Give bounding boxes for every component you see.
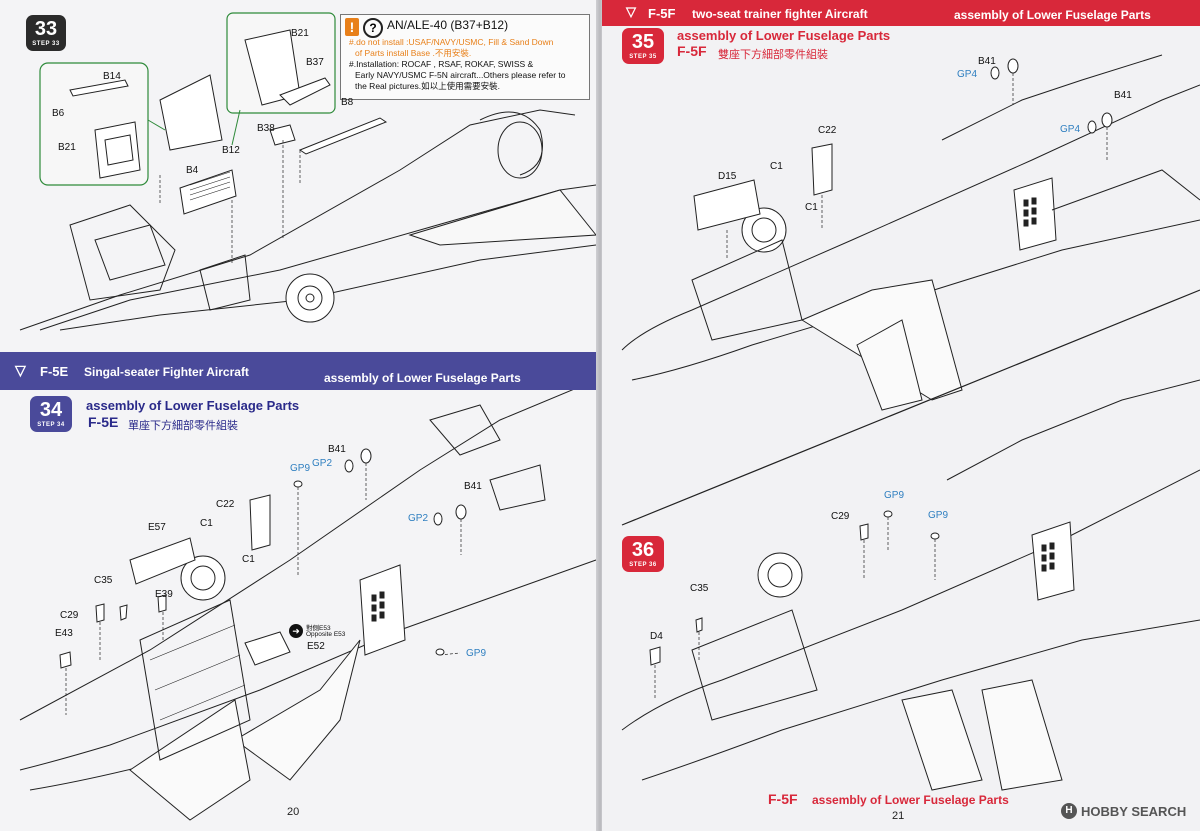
banner-right-title: assembly of Lower Fuselage Parts: [324, 371, 521, 385]
f5e-banner: ▽ F-5E Singal-seater Fighter Aircraft as…: [0, 352, 598, 390]
part-label: E43: [55, 628, 73, 639]
note-line: #.Installation: ROCAF , RSAF, ROKAF, SWI…: [349, 59, 534, 69]
step-sublabel: STEP 36: [629, 562, 657, 568]
part-label: C1: [242, 554, 255, 565]
watermark-text: HOBBY SEARCH: [1081, 804, 1187, 819]
part-label: C22: [216, 499, 235, 510]
part-label: D15: [718, 171, 737, 182]
part-label: C29: [60, 610, 79, 621]
part-label: B41: [464, 481, 482, 492]
warning-note: ! ? AN/ALE-40 (B37+B12) #.do not install…: [340, 14, 590, 100]
part-label: B21: [58, 142, 76, 153]
opposite-note-en: Opposite E53: [306, 631, 346, 638]
right-page: ▽ F-5F two-seat trainer fighter Aircraft…: [602, 0, 1200, 831]
footer-model: F-5F: [768, 791, 798, 807]
part-label: B41: [1114, 90, 1132, 101]
watermark: H HOBBY SEARCH: [1061, 802, 1196, 822]
banner-desc: two-seat trainer fighter Aircraft: [692, 7, 868, 21]
note-line: Early NAVY/USMC F-5N aircraft...Others p…: [355, 70, 566, 80]
banner-model: F-5E: [40, 364, 69, 379]
note-line: of Parts install Base .不用安裝.: [355, 48, 472, 58]
step-34-model: F-5E: [88, 414, 119, 430]
step-35-badge: 35 STEP 35: [622, 28, 664, 64]
page-gutter: [596, 0, 604, 831]
step-sublabel: STEP 34: [37, 422, 65, 428]
part-label: E57: [148, 522, 166, 533]
step-34-badge: 34 STEP 34: [30, 396, 72, 432]
part-label: B41: [978, 56, 996, 67]
part-label: B8: [341, 97, 354, 108]
f5f-banner: ▽ F-5F two-seat trainer fighter Aircraft…: [602, 0, 1200, 26]
step-number: 35: [631, 31, 655, 53]
part-label: B6: [52, 108, 65, 119]
part-label: B14: [103, 71, 121, 82]
part-label: E52: [307, 641, 325, 652]
step-sublabel: STEP 33: [32, 41, 60, 47]
part-label: C1: [770, 161, 783, 172]
step-36-badge: 36 STEP 36: [622, 536, 664, 572]
banner-desc: Singal-seater Fighter Aircraft: [84, 365, 249, 379]
part-label: C35: [690, 583, 709, 594]
left-page: 33 STEP 33 ! ? AN/ALE-40 (B37+B12) #.do …: [0, 0, 598, 831]
step33-drawing: [19, 12, 597, 821]
part-label: GP9: [466, 648, 487, 659]
footer-title: assembly of Lower Fuselage Parts: [812, 793, 1009, 807]
banner-triangle-icon: ▽: [15, 362, 26, 378]
question-icon: ?: [363, 18, 383, 38]
part-label: B38: [257, 123, 275, 134]
note-body: #.do not install :USAF/NAVY/USMC, Fill &…: [349, 37, 589, 92]
part-label: GP4: [1060, 124, 1081, 135]
part-label: E39: [155, 589, 173, 600]
part-label: GP9: [884, 490, 905, 501]
step-35-model: F-5F: [677, 43, 707, 59]
note-line: the Real pictures.如以上使用需要安裝.: [355, 81, 501, 91]
step-sublabel: STEP 35: [629, 54, 657, 60]
part-label: B37: [306, 57, 324, 68]
step-33-badge: 33 STEP 33: [26, 15, 66, 51]
part-label: GP9: [290, 463, 311, 474]
part-label: GP2: [312, 458, 333, 469]
step35-36-drawing: [621, 54, 1200, 791]
part-label: B12: [222, 145, 240, 156]
step-number: 36: [631, 539, 655, 561]
opposite-note-cn: 對側E53: [306, 625, 331, 632]
part-label: C1: [200, 518, 213, 529]
part-label: B4: [186, 165, 199, 176]
note-line: #.do not install :USAF/NAVY/USMC, Fill &…: [349, 37, 554, 47]
part-label: GP4: [957, 69, 978, 80]
step-34-chinese: 單座下方細部零件組裝: [128, 420, 238, 432]
arrow-icon: ➜: [289, 624, 303, 638]
part-label: C35: [94, 575, 113, 586]
banner-right-title: assembly of Lower Fuselage Parts: [954, 8, 1151, 22]
part-label: D4: [650, 631, 663, 642]
banner-model: F-5F: [648, 6, 676, 21]
banner-triangle-icon: ▽: [626, 4, 636, 19]
part-label: GP9: [928, 510, 949, 521]
part-label: C29: [831, 511, 850, 522]
part-label: B41: [328, 444, 346, 455]
part-label: GP2: [408, 513, 429, 524]
page-number: 20: [287, 806, 300, 818]
step-35-chinese: 雙座下方細部零件組裝: [718, 49, 828, 61]
note-title: AN/ALE-40 (B37+B12): [387, 18, 509, 32]
part-label: C22: [818, 125, 837, 136]
step-number: 33: [34, 18, 58, 40]
step-34-title: assembly of Lower Fuselage Parts: [86, 398, 300, 413]
step-35-title: assembly of Lower Fuselage Parts: [677, 28, 891, 43]
hobby-search-logo-icon: H: [1061, 803, 1077, 819]
page-number: 21: [892, 810, 905, 822]
step-number: 34: [39, 399, 63, 421]
part-label: B21: [291, 28, 309, 39]
warning-icon: !: [345, 18, 359, 36]
part-label: C1: [805, 202, 818, 213]
